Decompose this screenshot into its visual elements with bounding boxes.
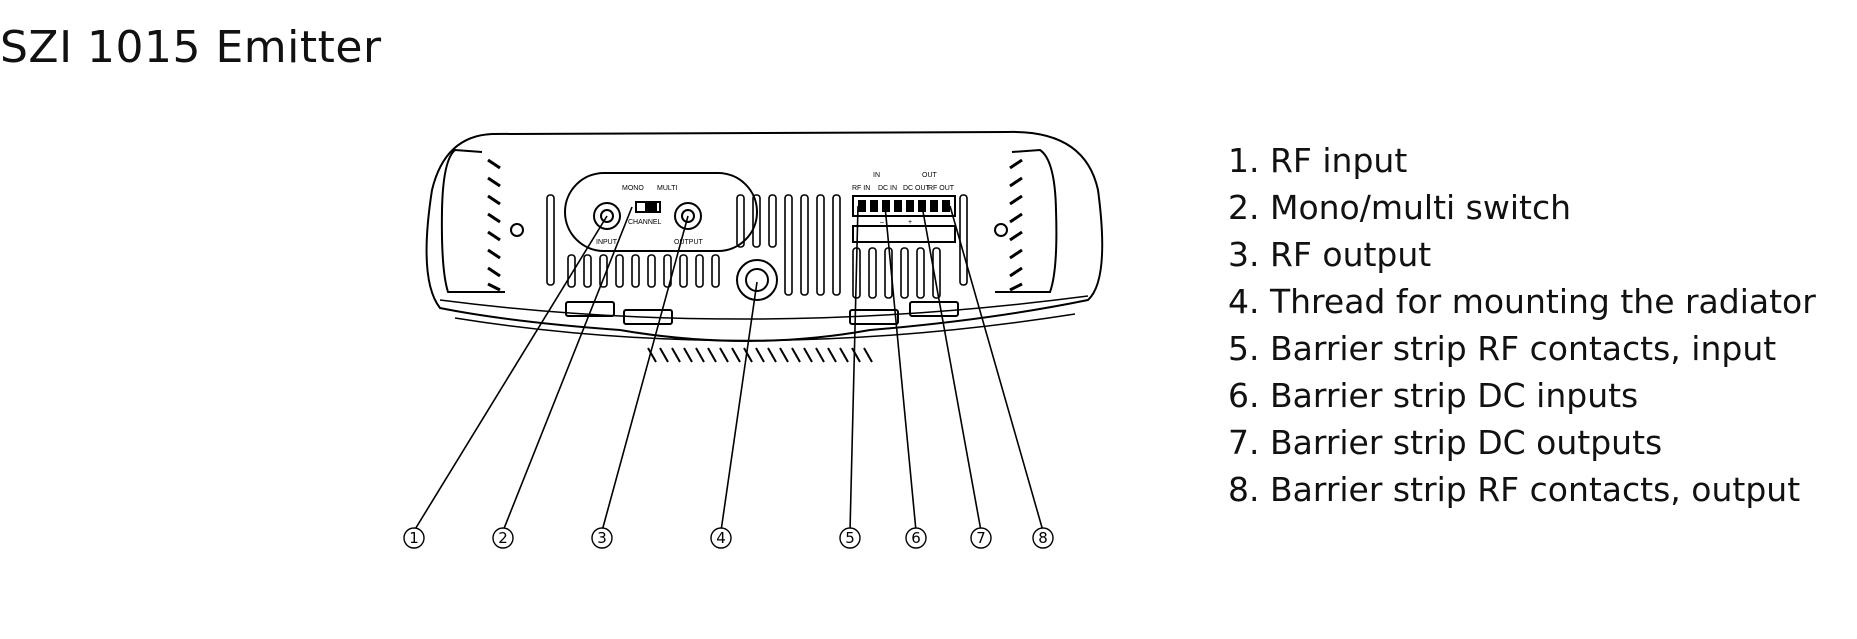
callout-circle-1 <box>403 527 425 549</box>
barrier-strip-bottom <box>852 225 956 243</box>
callout-circle-6 <box>905 527 927 549</box>
legend-item-3: 3. RF output <box>1228 235 1432 274</box>
callout-circle-2 <box>492 527 514 549</box>
callout-circle-4 <box>710 527 732 549</box>
right-end-cap <box>995 148 1058 293</box>
callout-circle-3 <box>591 527 613 549</box>
leader-lines <box>413 205 1044 532</box>
legend-item-8: 8. Barrier strip RF contacts, output <box>1228 470 1801 509</box>
label-dc-out: DC OUT <box>903 185 931 192</box>
label-rf-out: RF OUT <box>928 185 955 192</box>
label-rf-in: RF IN <box>852 185 870 192</box>
label-multi: MULTI <box>657 185 678 192</box>
right-fins <box>1009 158 1023 292</box>
callout-3: 3 <box>597 529 607 547</box>
label-input: INPUT <box>596 239 618 246</box>
barrier-strip-top <box>852 195 956 217</box>
bottom-grille <box>647 347 873 363</box>
device-front-edge <box>439 295 1089 320</box>
legend-item-6: 6. Barrier strip DC inputs <box>1228 376 1639 415</box>
label-dc-in: DC IN <box>878 185 897 192</box>
legend-item-7: 7. Barrier strip DC outputs <box>1228 423 1663 462</box>
legend-item-4: 4. Thread for mounting the radiator <box>1228 282 1816 321</box>
callout-7: 7 <box>976 529 986 547</box>
label-mono: MONO <box>622 185 644 192</box>
legend-list: 1. RF input 2. Mono/multi switch 3. RF o… <box>1228 137 1816 513</box>
mounting-thread <box>736 259 778 301</box>
left-screw <box>510 223 524 237</box>
callout-4: 4 <box>716 529 726 547</box>
callout-5: 5 <box>845 529 855 547</box>
io-panel <box>564 172 758 252</box>
label-output: OUTPUT <box>674 239 704 246</box>
label-in: IN <box>873 172 880 179</box>
label-minus: – <box>880 219 884 226</box>
rf-output-jack <box>674 202 702 230</box>
barrier-terminals <box>858 200 950 212</box>
rf-input-jack <box>593 202 621 230</box>
left-end-cap <box>440 148 505 293</box>
right-screw <box>994 223 1008 237</box>
callout-circle-8 <box>1032 527 1054 549</box>
callout-circle-7 <box>970 527 992 549</box>
legend-item-5: 5. Barrier strip RF contacts, input <box>1228 329 1777 368</box>
callout-1: 1 <box>409 529 419 547</box>
callout-8: 8 <box>1038 529 1048 547</box>
left-fins <box>487 158 501 292</box>
callout-circle-5 <box>839 527 861 549</box>
label-channel: CHANNEL <box>628 219 662 226</box>
legend-item-1: 1. RF input <box>1228 141 1408 180</box>
label-out: OUT <box>922 172 938 179</box>
label-plus: + <box>908 219 912 226</box>
callout-2: 2 <box>498 529 508 547</box>
callout-6: 6 <box>911 529 921 547</box>
page-title: SZI 1015 Emitter <box>0 22 382 73</box>
legend-item-2: 2. Mono/multi switch <box>1228 188 1572 227</box>
